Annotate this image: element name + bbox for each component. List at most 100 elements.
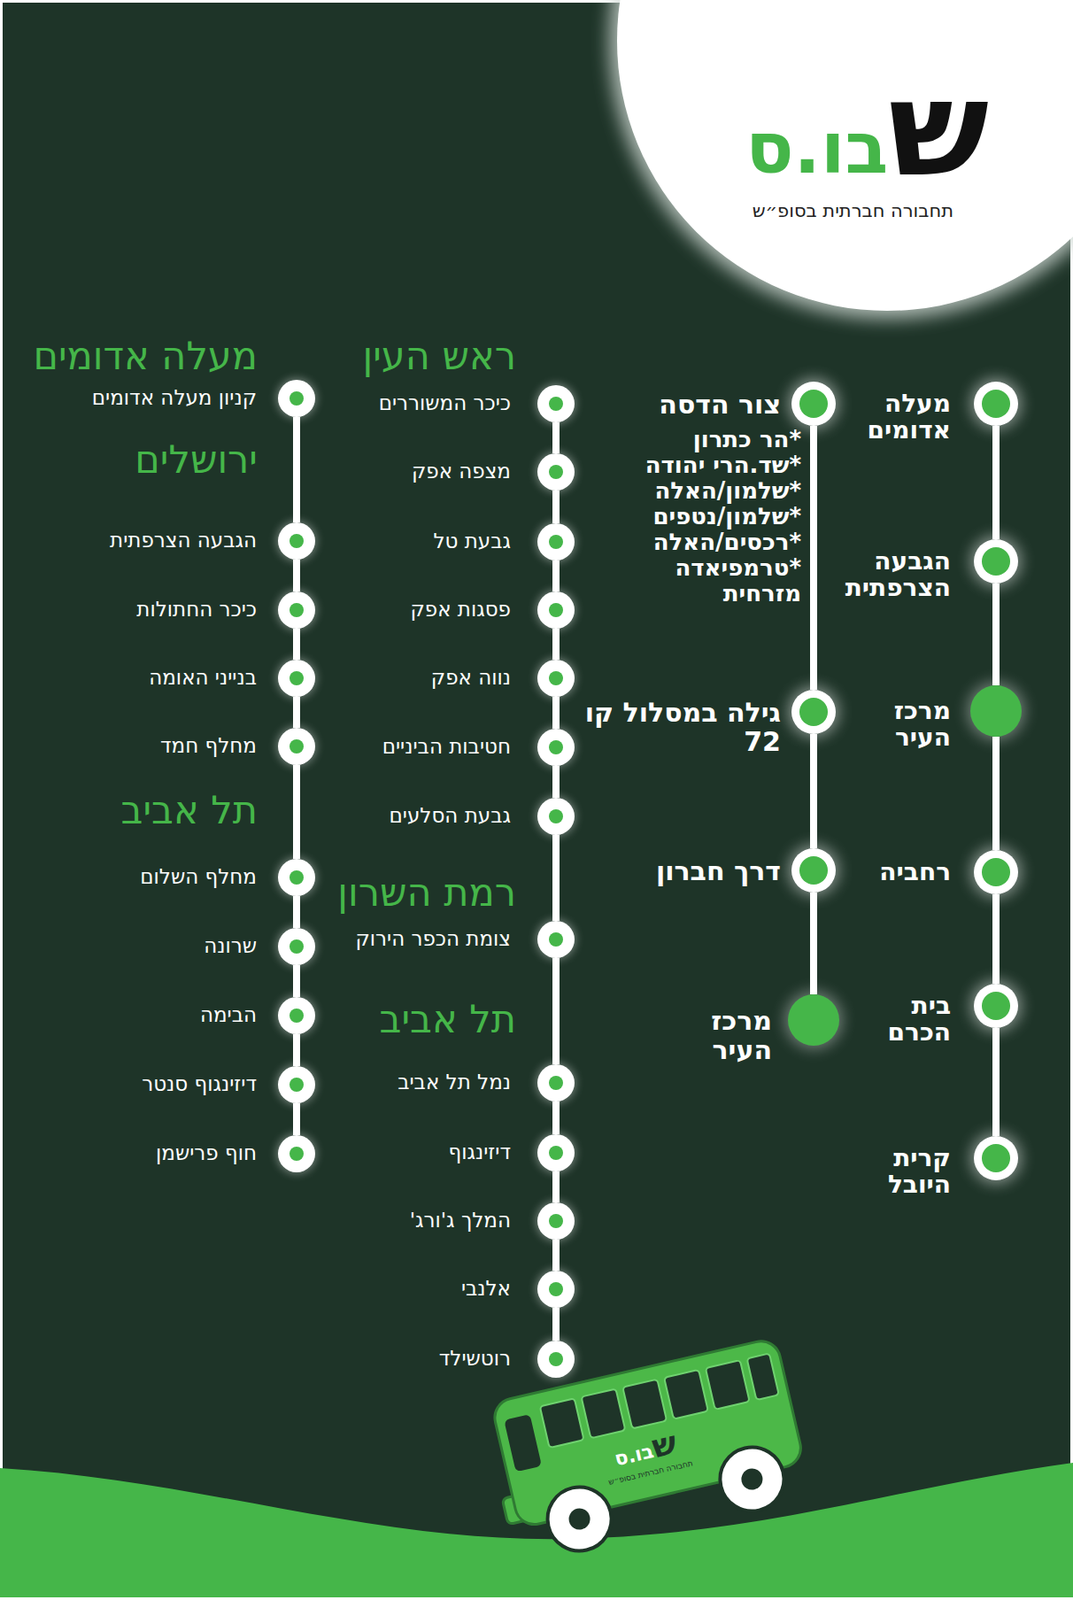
stop-dot: כיכר החתולות: [277, 591, 316, 629]
stop-name: בית הכרם: [887, 992, 951, 1048]
stop-dot: בית הכרם: [973, 983, 1019, 1028]
stop-name: מצפה אפק: [411, 460, 511, 483]
bus-logo-word: בו.ס: [612, 1441, 656, 1469]
stop-center: [289, 1077, 304, 1092]
route-segment: [293, 1034, 301, 1066]
stop-center: [289, 870, 304, 885]
stop-name: המלך ג'ורג': [409, 1209, 511, 1232]
stop-center: [981, 857, 1011, 887]
stop-name: מחלף השלום: [139, 865, 257, 888]
stop-dot: גבעת טל: [537, 523, 575, 561]
stop-center: [981, 547, 1011, 576]
stop-dot: גילה במסלול קו 72: [791, 689, 836, 734]
route-segment: [552, 490, 560, 524]
stop-name: מרכז העיר: [710, 1005, 772, 1065]
stop-name: כיכר החתולות: [136, 598, 257, 621]
route-segment: [552, 957, 560, 1065]
stop-name: הגבעה הצרפתית: [845, 548, 951, 603]
stop-name: נמל תל אביב: [397, 1071, 511, 1094]
route-segment: [552, 765, 560, 798]
route-segment: [293, 696, 301, 728]
stop-name: כיכר המשוררים: [378, 392, 511, 415]
stop-center: [548, 932, 564, 947]
stop-name: מעלה אדומים: [867, 390, 951, 446]
route-segment: [992, 894, 1000, 984]
stop-note: *טרמפיאדה מזרחית: [619, 555, 802, 607]
stop-center: [981, 1143, 1011, 1173]
stop-note: *הר כתרון: [693, 426, 802, 453]
stop-center: [981, 389, 1011, 418]
city-heading: תל אביב: [121, 787, 258, 834]
stop-note: *שלמון/נטפים: [652, 503, 802, 530]
stop-dot: חטיבות הביניים: [537, 728, 575, 766]
stop-dot: דרך חברון: [791, 848, 836, 893]
hub-stop: מרכז העיר: [970, 685, 1022, 737]
stop-dot: הגבעה הצרפתית: [973, 539, 1019, 584]
route-segment: [552, 560, 560, 592]
route-segment: [293, 1103, 301, 1135]
route-segment: [992, 1027, 1000, 1136]
frame-bottom: [0, 1597, 1073, 1600]
logo-glow: [609, 0, 1073, 319]
route-segment: [293, 559, 301, 592]
logo-tagline: תחבורה חברתית בסופ״ש: [752, 200, 954, 222]
stop-note: *רכסים/האלה: [653, 529, 802, 556]
stop-dot: מחלף חמד: [277, 727, 316, 765]
bus-illustration: [480, 1336, 813, 1566]
route-segment: [552, 834, 560, 921]
stop-name: חטיבות הביניים: [382, 735, 511, 758]
hub-stop: מרכז העיר: [787, 994, 840, 1046]
stop-dot: פסגות אפק: [537, 591, 575, 629]
stop-name: רוטשילד: [439, 1347, 511, 1370]
stop-notes: *הר כתרון*שד.הרי יהודה*שלמון/האלה*שלמון/…: [619, 426, 802, 607]
stop-center: [548, 1351, 564, 1367]
route-segment: [293, 764, 301, 859]
stop-center: [289, 1008, 304, 1023]
city-heading: מעלה אדומים: [32, 333, 258, 380]
stop-dot: קניון מעלה אדומים: [277, 379, 316, 417]
stop-center: [548, 1075, 564, 1090]
stop-center: [548, 396, 564, 411]
stop-name: גבעת טל: [432, 530, 511, 553]
stop-center: [548, 809, 564, 824]
stop-center: [289, 671, 304, 686]
stop-name: בנייני האומה: [148, 666, 257, 689]
stop-dot: רוטשילד: [537, 1340, 575, 1378]
route-segment: [810, 733, 818, 849]
stop-name: צור הדסה: [658, 389, 781, 419]
logo-letter: ש: [887, 61, 989, 195]
stop-center: [289, 939, 304, 954]
stop-note: *שלמון/האלה: [654, 478, 802, 504]
logo: שבו.ס: [745, 61, 989, 195]
city-heading: תל אביב: [379, 996, 517, 1043]
route-segment: [552, 1101, 560, 1135]
route-segment: [552, 1171, 560, 1203]
stop-name: דיזינגוף: [448, 1141, 511, 1164]
stop-dot: חוף פרישמן: [277, 1134, 316, 1173]
city-heading: ירושלים: [134, 437, 258, 484]
route-segment: [293, 416, 301, 523]
stop-name: אלנבי: [461, 1277, 511, 1300]
stop-center: [548, 1281, 564, 1297]
stop-name: חוף פרישמן: [155, 1142, 257, 1165]
stop-name: גבעת הסלעים: [389, 804, 511, 827]
stop-name: נווה אפק: [431, 666, 511, 689]
stop-center: [548, 464, 564, 479]
route-segment: [810, 892, 818, 995]
stop-name: קניון מעלה אדומים: [92, 386, 257, 410]
stop-dot: נווה אפק: [537, 659, 575, 697]
stop-name: רחביה: [879, 858, 951, 887]
stop-dot: מצפה אפק: [537, 453, 575, 491]
stop-dot: בנייני האומה: [277, 659, 316, 697]
route-segment: [992, 425, 1000, 540]
route-segment: [293, 964, 301, 997]
city-heading: ראש העין: [362, 333, 518, 380]
stop-center: [289, 739, 304, 754]
stop-center: [548, 1213, 564, 1228]
stop-center: [289, 1146, 304, 1161]
stop-dot: צומת הכפר הירוק: [537, 920, 575, 958]
stop-center: [548, 534, 564, 549]
stop-center: [799, 389, 828, 418]
